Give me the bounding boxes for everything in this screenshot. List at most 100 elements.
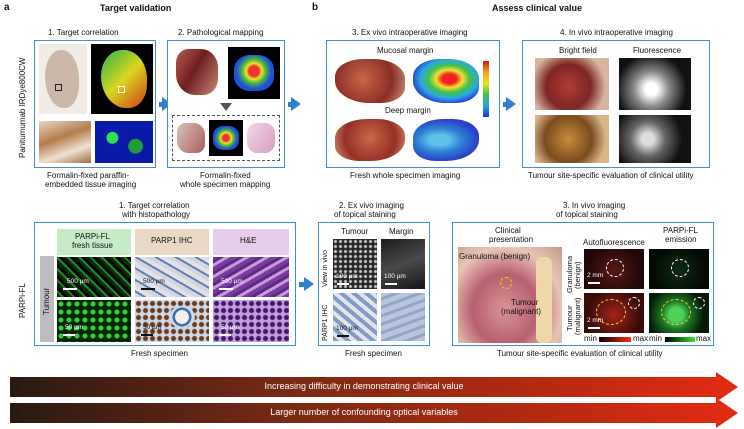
arrow-top-1-shaft <box>159 102 163 107</box>
row-parp1-ihc: PARP1 IHC <box>322 304 329 341</box>
top-step2-title: 2. Pathological mapping <box>178 28 264 37</box>
variables-band-arrowhead <box>716 398 738 428</box>
tumour-row-label-strip <box>40 256 54 342</box>
top-step4-box: Bright field Fluorescence <box>522 40 710 168</box>
panel-b-title: Assess clinical value <box>492 3 583 13</box>
col-tumour-label: Tumour <box>341 227 369 236</box>
bottom-step2-box: Tumour Margin View in vivo PARP1 IHC 100… <box>318 222 430 346</box>
variables-band: Larger number of confounding optical var… <box>10 403 718 423</box>
emission-tumour <box>649 293 709 333</box>
deep-margin-photo <box>335 119 405 161</box>
arrow-bottom-1-icon <box>304 277 314 291</box>
invivo-brightfield-1 <box>535 58 609 110</box>
bottom-step1-title-line2: with histopathology <box>122 210 191 219</box>
colorbar <box>483 61 489 117</box>
scalebar-50-he: 50 µm <box>221 324 240 331</box>
scalebar-50-parpi: 50 µm <box>65 324 84 331</box>
top-step1-box <box>34 40 156 168</box>
mapping-gross-image <box>177 123 205 153</box>
specimen-sliced-image <box>176 49 218 95</box>
emission-label-line1: PARPi-FL <box>663 226 698 235</box>
colorbar-red <box>599 337 631 342</box>
scalebar-2mm-1: 2 mm <box>587 272 604 279</box>
col-parpi-header-line1: PARPi-FL <box>75 232 110 241</box>
specimen-mapping-dashed-box <box>172 115 280 161</box>
bottom-step3-title-line1: 3. In vivo imaging <box>563 201 626 210</box>
parpi-fl-50-image: 50 µm <box>57 300 131 342</box>
scalebar-50-ihc: 50 µm <box>143 324 162 331</box>
bottom-step1-caption: Fresh specimen <box>131 349 188 358</box>
top-step3-caption: Fresh whole specimen imaging <box>350 171 461 180</box>
specimen-heatmap-image <box>228 47 280 99</box>
bottom-step2-caption: Fresh specimen <box>345 349 402 358</box>
invivo-fluorescence-2 <box>619 115 691 163</box>
he-50-image: 50 µm <box>213 300 289 342</box>
mucosal-margin-photo <box>335 59 405 103</box>
topical-tumour-ihc: 100 µm <box>333 293 377 341</box>
clinical-photo <box>458 247 562 343</box>
bottom-step1-title-line1: 1. Target correlation <box>119 201 190 210</box>
top-step2-caption-line1: Formalin-fixed <box>200 171 251 180</box>
tumour-row-label: Tumour <box>42 287 51 315</box>
deep-margin-heatmap <box>413 119 479 161</box>
scalebar-100-margin: 100 µm <box>384 273 406 280</box>
mapping-he-image <box>247 123 275 153</box>
col-parp1-header <box>135 229 209 255</box>
ffpe-zoom-fluorescence <box>95 121 153 163</box>
invivo-fluorescence-1 <box>619 58 691 110</box>
arrow-top-3-icon <box>506 97 516 111</box>
top-step3-box: Mucosal margin Deep margin <box>326 40 500 168</box>
scalebar-500-he: 500 µm <box>221 278 243 285</box>
mucosal-margin-label: Mucosal margin <box>377 46 434 55</box>
bottom-step2-title-line2: of topical staining <box>334 210 396 219</box>
col-he-header-label: H&E <box>240 236 257 245</box>
colorbar-red-max: max <box>633 334 649 343</box>
arrow-top-3-shaft <box>503 102 507 107</box>
granuloma-callout: Granuloma (benign) <box>459 252 531 261</box>
difficulty-band: Increasing difficulty in demonstrating c… <box>10 377 718 397</box>
label-parpi-fl: PARPi-FL <box>18 283 27 318</box>
emission-granuloma <box>649 249 709 289</box>
topical-margin-ihc <box>381 293 425 341</box>
top-step2-caption-line2: whole specimen mapping <box>180 180 271 189</box>
col-margin-label: Margin <box>389 227 414 236</box>
ffpe-tissue-image <box>39 44 87 114</box>
parpi-fl-500-image: 500 µm <box>57 257 131 297</box>
arrow-bottom-1-shaft <box>299 282 305 287</box>
col-parpi-header-line2: fresh tissue <box>72 241 113 250</box>
bottom-step1-box: Tumour PARPi-FL fresh tissue PARP1 IHC H… <box>34 222 296 346</box>
clinical-presentation-line1: Clinical <box>495 226 521 235</box>
arrow-top-2-shaft <box>288 102 292 107</box>
scalebar-100-tumour-ihc: 100 µm <box>336 325 358 332</box>
deep-margin-label: Deep margin <box>385 106 431 115</box>
col-he-header <box>213 229 289 255</box>
row-tumour-line2: (malignant) <box>573 297 582 335</box>
label-panitumumab: Panitumumab IRDye800CW <box>18 57 27 158</box>
top-step1-caption-line2: embedded tissue imaging <box>45 180 137 189</box>
invivo-brightfield-2 <box>535 115 609 163</box>
bright-field-label: Bright field <box>559 46 597 55</box>
parp1-ihc-50-image: 50 µm <box>135 300 209 342</box>
row-view-in-vivo: View in vivo <box>322 250 329 287</box>
colorbar-red-min: min <box>584 334 597 343</box>
emission-label-line2: emission <box>665 235 697 244</box>
he-500-image: 500 µm <box>213 257 289 297</box>
col-parpi-header <box>57 229 131 255</box>
parp1-ihc-500-image: 500 µm <box>135 257 209 297</box>
bottom-step3-title-line2: of topical staining <box>556 210 618 219</box>
top-step4-caption: Tumour site-specific evaluation of clini… <box>528 171 694 180</box>
arrow-top-2-icon <box>291 97 301 111</box>
scalebar-500-ihc: 500 µm <box>143 278 165 285</box>
variables-band-text: Larger number of confounding optical var… <box>270 407 458 417</box>
top-step1-title: 1. Target correlation <box>48 28 119 37</box>
scalebar-500-parpi: 500 µm <box>67 278 89 285</box>
colorbar-green-max: max <box>696 334 712 343</box>
tumour-callout-line1: Tumour <box>511 298 539 307</box>
topical-tumour-vivo: 100 µm <box>333 239 377 289</box>
clinical-presentation-line2: presentation <box>489 235 534 244</box>
ffpe-zoom-brightfield <box>39 121 91 163</box>
autofluor-granuloma: 2 mm <box>584 249 644 289</box>
scalebar-2mm-2: 2 mm <box>587 317 604 324</box>
autofluor-tumour: 2 mm <box>584 293 644 333</box>
arrow-down-icon <box>220 103 232 111</box>
